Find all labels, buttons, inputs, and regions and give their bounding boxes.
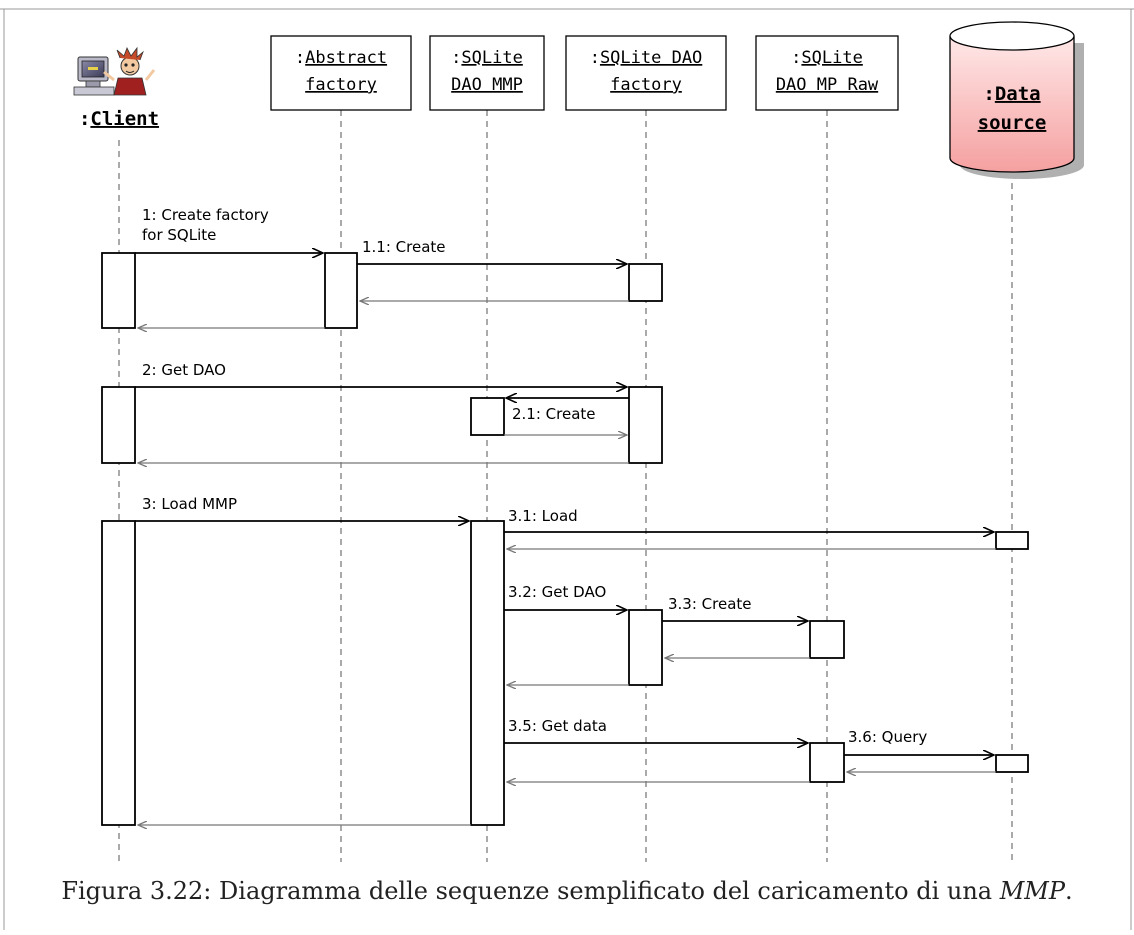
participant-sqlite-dao-mmp: :SQLite DAO MMP xyxy=(430,36,544,110)
activation-daofactory-2 xyxy=(629,387,662,463)
participant-abstract-factory: :Abstract factory xyxy=(271,36,411,110)
activation-raw-2 xyxy=(810,743,844,782)
message-1-1-label: 1.1: Create xyxy=(362,238,446,256)
message-3-5-label: 3.5: Get data xyxy=(508,717,607,735)
participant-data-source-line2: source xyxy=(978,112,1047,134)
participant-sqlite-dao-factory: :SQLite DAO factory xyxy=(566,36,726,110)
caption-emphasis: MMP xyxy=(999,877,1066,905)
message-1-label-line2: for SQLite xyxy=(142,226,216,244)
participant-sqlite-dao-mmp-line1: :SQLite xyxy=(451,48,523,68)
message-3-label: 3: Load MMP xyxy=(142,495,237,513)
message-3-1-label: 3.1: Load xyxy=(508,507,578,525)
message-2-label: 2: Get DAO xyxy=(142,361,226,379)
participant-sqlite-dao-mp-raw-line2: DAO MP Raw xyxy=(776,75,879,95)
participant-client: :Client xyxy=(79,108,159,130)
participant-sqlite-dao-mmp-line2: DAO MMP xyxy=(451,75,523,95)
participant-abstract-factory-line1: :Abstract xyxy=(295,48,387,68)
message-1-label-line1: 1: Create factory xyxy=(142,206,269,224)
participant-sqlite-dao-mp-raw: :SQLite DAO MP Raw xyxy=(756,36,898,110)
participant-sqlite-dao-mp-raw-line1: :SQLite xyxy=(791,48,863,68)
activation-daofactory-3 xyxy=(629,610,662,685)
caption-suffix: . xyxy=(1065,877,1073,905)
messages: 1: Create factory for SQLite 1.1: Create… xyxy=(135,206,996,825)
message-3-6-label: 3.6: Query xyxy=(848,728,927,746)
activation-client-1 xyxy=(102,253,135,328)
message-2-1-label: 2.1: Create xyxy=(512,405,596,423)
activation-daofactory-1 xyxy=(629,264,662,301)
activation-client-3 xyxy=(102,521,135,825)
database-cylinder-top xyxy=(950,22,1074,50)
activation-mmp-3 xyxy=(471,521,504,825)
activation-datasource-1 xyxy=(996,532,1028,549)
computer-user-icon xyxy=(74,48,154,95)
caption-prefix: Figura 3.22: Diagramma delle sequenze se… xyxy=(61,877,999,905)
message-3-2-label: 3.2: Get DAO xyxy=(508,583,606,601)
activation-mmp-create xyxy=(471,398,504,435)
activation-abstract-1 xyxy=(325,253,357,328)
message-3-3-label: 3.3: Create xyxy=(668,595,752,613)
participant-data-source-line1: :Data xyxy=(983,83,1040,105)
activation-client-2 xyxy=(102,387,135,463)
activation-datasource-2 xyxy=(996,755,1028,772)
participant-sqlite-dao-factory-line1: :SQLite DAO xyxy=(590,48,703,68)
figure-caption: Figura 3.22: Diagramma delle sequenze se… xyxy=(61,877,1072,905)
participant-abstract-factory-line2: factory xyxy=(305,75,377,95)
participant-sqlite-dao-factory-line2: factory xyxy=(610,75,682,95)
activation-raw-1 xyxy=(810,621,844,658)
participant-client-label: :Client xyxy=(79,108,159,130)
participant-data-source: :Data source xyxy=(950,22,1084,179)
